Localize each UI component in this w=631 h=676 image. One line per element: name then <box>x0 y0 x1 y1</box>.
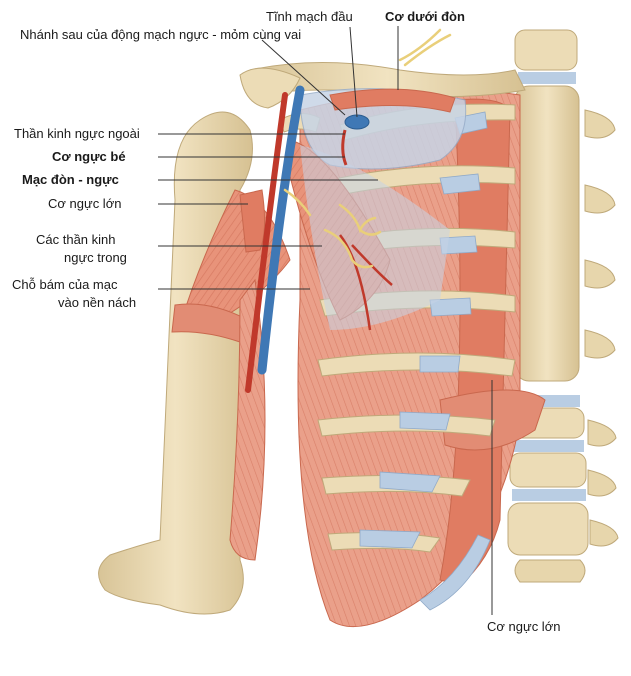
label-co-nguc-lon-left: Cơ ngực lớn <box>48 196 122 211</box>
leader-tinh-mach-dau <box>349 26 358 118</box>
arm-muscles <box>171 189 291 561</box>
label-mac-don-nguc: Mạc đòn - ngực <box>22 172 119 187</box>
label-co-duoi-don: Cơ dưới đòn <box>385 9 465 24</box>
label-than-kinh-nguc-ngoai: Thần kinh ngực ngoài <box>14 126 140 141</box>
label-than-kinh-nguc-trong-2: ngực trong <box>64 250 127 265</box>
label-co-nguc-lon-bottom: Cơ ngực lớn <box>487 619 561 634</box>
label-tinh-mach-dau: Tĩnh mạch đầu <box>266 9 353 24</box>
label-nhanh-sau: Nhánh sau của động mạch ngực - mỏm cùng … <box>20 27 302 42</box>
nerves <box>283 28 452 269</box>
label-co-nguc-be: Cơ ngực bé <box>52 149 126 164</box>
leader-nhanh-sau <box>261 39 346 116</box>
humerus <box>98 111 253 615</box>
axillary-vessels <box>245 85 393 393</box>
label-cho-bam-1: Chỗ bám của mạc <box>12 277 118 292</box>
vertebral-column <box>507 29 619 583</box>
leader-lines <box>158 26 493 615</box>
label-than-kinh-nguc-trong-1: Các thần kinh <box>36 232 116 247</box>
costal-cartilages <box>359 111 491 611</box>
label-cho-bam-2: vào nền nách <box>58 295 137 310</box>
pectoralis-minor <box>285 139 450 330</box>
